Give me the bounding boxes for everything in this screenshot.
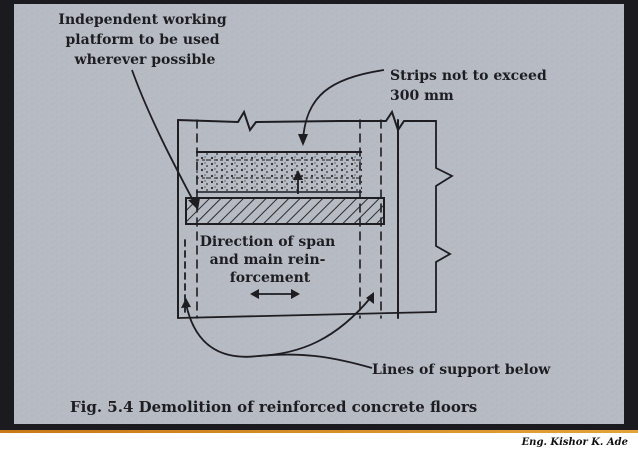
- strips-label-line-1: Strips not to exceed: [390, 68, 547, 84]
- footer-accent-line: [0, 430, 638, 433]
- platform-label-line-1: Independent working: [58, 12, 226, 28]
- author-credit: Eng. Kishor K. Ade: [521, 437, 628, 448]
- span-label-line-2: and main rein-: [210, 252, 326, 268]
- diagram-photo: Independent working platform to be used …: [0, 0, 638, 430]
- svg-text:Direction of span and ma: Direction of span and main rein- forceme…: [200, 234, 340, 286]
- platform-label-line-3: wherever possible: [74, 52, 216, 68]
- footer-bar: Eng. Kishor K. Ade: [0, 430, 638, 455]
- support-label: Lines of support below: [372, 362, 551, 378]
- span-label-line-1: Direction of span: [200, 234, 336, 250]
- svg-text:Independent working plat: Independent working platform to be used …: [58, 12, 231, 68]
- strips-label-line-2: 300 mm: [390, 88, 454, 104]
- concrete-strip: [196, 152, 362, 192]
- span-label-line-3: forcement: [230, 270, 311, 286]
- figure-caption: Fig. 5.4 Demolition of reinforced concre…: [70, 398, 477, 416]
- svg-text:Strips not to exceed 300: Strips not to exceed 300 mm: [390, 68, 552, 104]
- working-platform: [185, 197, 385, 225]
- platform-label-line-2: platform to be used: [66, 32, 220, 48]
